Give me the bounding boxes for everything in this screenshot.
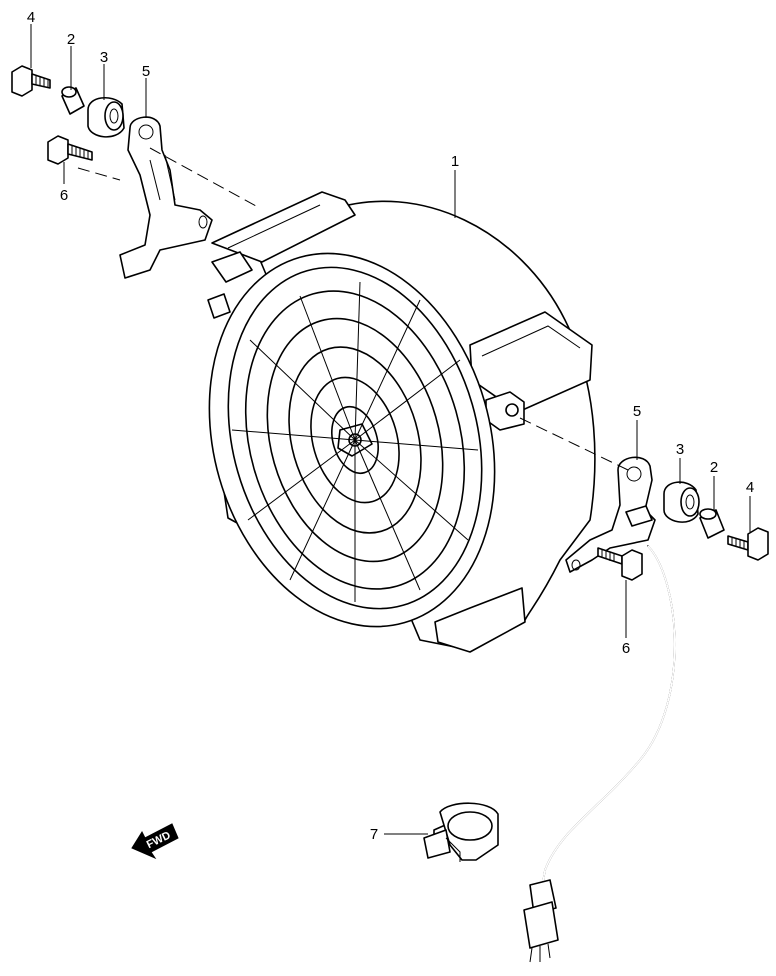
- callout-clamp: 7: [370, 826, 378, 843]
- bolt-right: [727, 527, 769, 561]
- callout-fan-shroud: 1: [451, 153, 459, 170]
- clamp: [423, 802, 499, 862]
- screw-right: [597, 547, 643, 581]
- callout-spacer-left: 2: [67, 31, 75, 48]
- callout-screw-left: 6: [60, 187, 68, 204]
- callout-screw-right: 6: [622, 640, 630, 657]
- fwd-arrow-icon: FWD: [131, 823, 179, 860]
- bracket-left: [119, 116, 213, 279]
- grommet-left: [87, 97, 125, 138]
- bolt-left: [11, 65, 51, 97]
- screw-left: [47, 135, 93, 165]
- callout-grommet-right: 3: [676, 441, 684, 458]
- wire-harness: [523, 545, 676, 963]
- spacer-right: [699, 508, 725, 539]
- callout-numbers: 4 2 3 5 6 1 5 3 2 4 6 7: [27, 9, 754, 843]
- bracket-right: [565, 456, 656, 573]
- grommet-right: [663, 481, 700, 523]
- fan-shroud: [207, 191, 596, 653]
- callout-bracket-left: 5: [142, 63, 150, 80]
- fan-grille: [231, 281, 479, 602]
- spacer-left: [61, 86, 85, 115]
- callout-spacer-right: 2: [710, 459, 718, 476]
- alignment-lines: [77, 147, 629, 471]
- leader-lines: [30, 24, 751, 835]
- callout-grommet-left: 3: [100, 49, 108, 66]
- callout-bracket-right: 5: [633, 403, 641, 420]
- callout-bolt-left: 4: [27, 9, 35, 26]
- callout-bolt-right: 4: [746, 479, 754, 496]
